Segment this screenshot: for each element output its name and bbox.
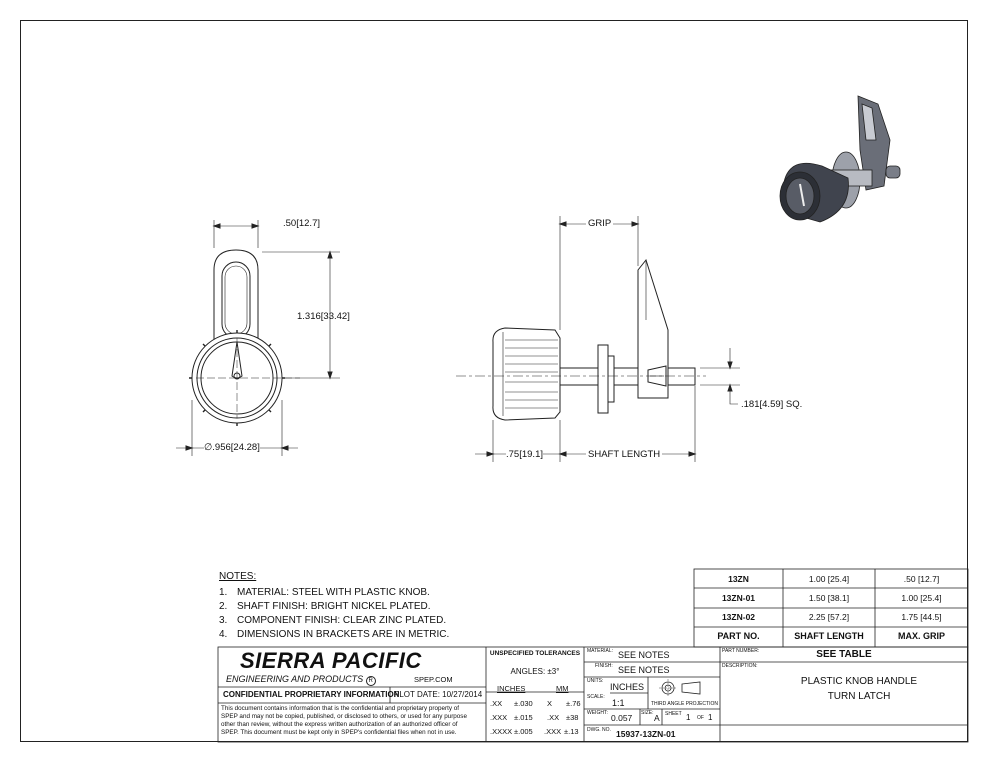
disclaimer-line: SPEP and may not be copied, published, o… bbox=[221, 713, 467, 720]
max-grip-cell: 1.75 [44.5] bbox=[901, 612, 942, 622]
note-item: 1.MATERIAL: STEEL WITH PLASTIC KNOB. bbox=[219, 587, 430, 598]
front-width-dim: .50[12.7] bbox=[283, 218, 320, 229]
scale-label: SCALE: bbox=[587, 694, 605, 700]
scale-value: 1:1 bbox=[612, 698, 625, 708]
angles-tolerance: ANGLES: ±3° bbox=[510, 667, 560, 676]
sheet-label: SHEET bbox=[665, 711, 682, 717]
note-item: 3.COMPONENT FINISH: CLEAR ZINC PLATED. bbox=[219, 615, 447, 626]
part-number-label: PART NUMBER: bbox=[722, 648, 760, 654]
grip-label: GRIP bbox=[586, 218, 614, 229]
part-no-cell: 13ZN-02 bbox=[721, 612, 756, 622]
finish-label: FINISH: bbox=[595, 663, 613, 669]
sheet-number: 1 bbox=[686, 713, 691, 722]
description-line: PLASTIC KNOB HANDLE bbox=[800, 676, 918, 687]
side-lever-bracket bbox=[637, 258, 669, 399]
plot-date: PLOT DATE: 10/27/2014 bbox=[394, 690, 483, 699]
sheet-total: 1 bbox=[708, 713, 713, 722]
units-label: UNITS: bbox=[587, 678, 604, 684]
material-value: SEE NOTES bbox=[618, 650, 670, 660]
side-knob bbox=[492, 327, 561, 421]
finish-value: SEE NOTES bbox=[618, 665, 670, 675]
disclaimer-line: other than review, without the express w… bbox=[221, 721, 458, 728]
website: SPEP.COM bbox=[414, 675, 453, 684]
dwg-label: DWG. NO. bbox=[587, 727, 611, 733]
dwg-number: 15937-13ZN-01 bbox=[616, 729, 676, 739]
part-no-cell: 13ZN bbox=[728, 574, 749, 584]
size-label: SIZE: bbox=[641, 710, 654, 716]
size-value: A bbox=[654, 713, 660, 723]
note-item: 2.SHAFT FINISH: BRIGHT NICKEL PLATED. bbox=[219, 601, 431, 612]
part-number-value: SEE TABLE bbox=[816, 649, 872, 660]
front-height-dim: 1.316[33.42] bbox=[297, 311, 350, 322]
registered-icon: R bbox=[365, 676, 376, 686]
material-label: MATERIAL: bbox=[587, 648, 614, 654]
max-grip-cell: 1.00 [25.4] bbox=[901, 593, 942, 603]
max-grip-cell: .50 [12.7] bbox=[903, 574, 940, 584]
note-item: 4.DIMENSIONS IN BRACKETS ARE IN METRIC. bbox=[219, 629, 450, 640]
units-value: INCHES bbox=[610, 682, 645, 692]
confidential-label: CONFIDENTIAL PROPRIETARY INFORMATION bbox=[223, 690, 400, 699]
knob-length-dim: .75[19.1] bbox=[506, 449, 543, 460]
company-subtitle: ENGINEERING AND PRODUCTS R bbox=[226, 675, 376, 686]
isometric-view bbox=[779, 95, 901, 223]
part-no-cell: 13ZN-01 bbox=[721, 593, 756, 603]
header-max-grip: MAX. GRIP bbox=[897, 631, 945, 641]
shaft-length-cell: 1.00 [25.4] bbox=[808, 574, 850, 584]
mm-header: MM bbox=[556, 684, 569, 693]
disclaimer-line: SPEP. This document must be kept only in… bbox=[221, 729, 457, 736]
shaft-length-label: SHAFT LENGTH bbox=[586, 449, 663, 460]
projection-label: THIRD ANGLE PROJECTION bbox=[651, 701, 718, 707]
sheet-of: OF bbox=[697, 715, 704, 721]
header-shaft-length: SHAFT LENGTH bbox=[794, 631, 864, 641]
inches-header: INCHES bbox=[497, 684, 526, 693]
shaft-length-cell: 2.25 [57.2] bbox=[808, 612, 850, 622]
square-dim: .181[4.59] SQ. bbox=[741, 399, 803, 410]
description-label: DESCRIPTION: bbox=[722, 663, 758, 669]
disclaimer-line: This document contains information that … bbox=[221, 705, 460, 712]
tolerances-title: UNSPECIFIED TOLERANCES bbox=[489, 650, 581, 657]
description-line: TURN LATCH bbox=[827, 691, 891, 702]
shaft-length-cell: 1.50 [38.1] bbox=[808, 593, 850, 603]
weight-label: WEIGHT: bbox=[587, 710, 608, 716]
header-part-no: PART NO. bbox=[717, 631, 760, 641]
front-diameter-dim: ∅.956[24.28] bbox=[204, 442, 260, 453]
notes-title: NOTES: bbox=[219, 571, 257, 582]
weight-value: 0.057 bbox=[611, 713, 633, 723]
drawing-border bbox=[20, 20, 968, 742]
company-name: SIERRA PACIFIC bbox=[240, 648, 422, 673]
projection-symbol bbox=[659, 679, 701, 697]
